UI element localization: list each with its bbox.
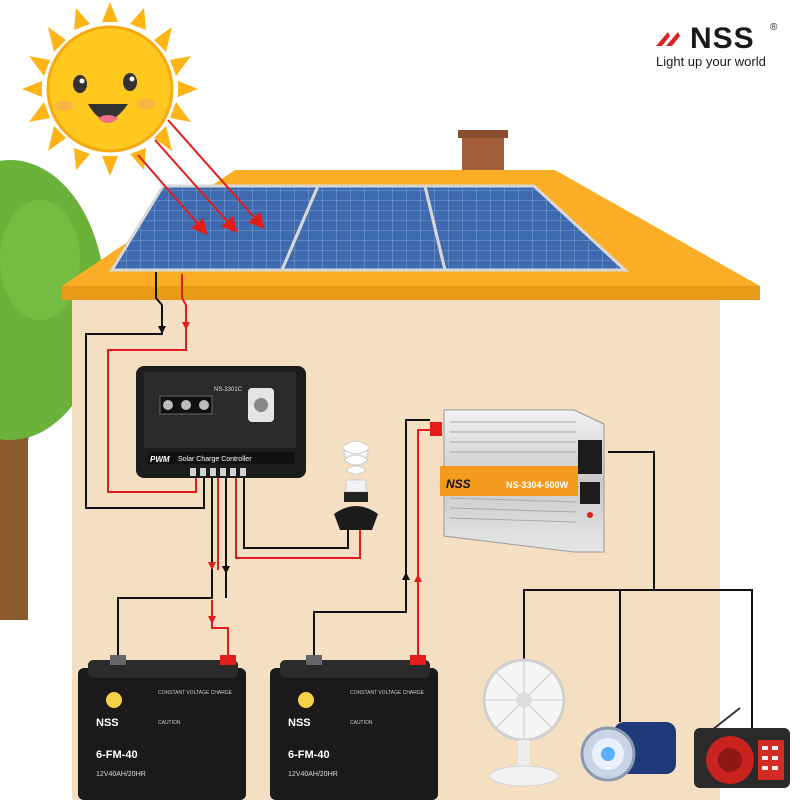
solar-panel-icon [109,184,629,272]
sun-rays [137,119,265,236]
battery-1-spec: 12V40AH/20HR [96,771,146,778]
inverter: NSS NS-3304-500W [430,409,605,553]
inverter-brand: NSS [446,477,471,491]
radio-icon [694,707,790,788]
controller-model: NS-3301C [214,387,243,393]
battery-1: NSS 6-FM-40 12V40AH/20HR CONSTANT VOLTAG… [78,655,246,800]
battery-2: NSS 6-FM-40 12V40AH/20HR CONSTANT VOLTAG… [270,655,438,800]
flashlight-icon [580,722,676,782]
controller-type-label: PWM [150,455,170,464]
battery-2-notice: CONSTANT VOLTAGE CHARGE [350,690,425,696]
battery-2-caution: CAUTION [350,720,373,726]
battery-1-brand: NSS [96,717,119,729]
chimney [462,135,504,175]
fan-icon [482,658,566,787]
lamp-icon [334,440,378,530]
sun-icon [22,2,198,176]
battery-1-caution: CAUTION [158,720,181,726]
controller-title: Solar Charge Controller [178,456,252,463]
inverter-model: NS-3304-500W [506,480,569,490]
logo-wordmark: NSS [690,22,755,55]
battery-2-brand: NSS [288,717,311,729]
logo-swoosh-icon [656,32,680,46]
battery-1-model: 6-FM-40 [96,749,138,761]
battery-2-model: 6-FM-40 [288,749,330,761]
battery-2-spec: 12V40AH/20HR [288,771,338,778]
logo-registered-mark: ® [770,22,778,33]
battery-1-notice: CONSTANT VOLTAGE CHARGE [158,690,233,696]
logo-tagline: Light up your world [656,54,766,69]
brand-logo: NSS ® Light up your world [654,22,784,72]
charge-controller: PWM Solar Charge Controller NS-3301C [136,366,306,478]
